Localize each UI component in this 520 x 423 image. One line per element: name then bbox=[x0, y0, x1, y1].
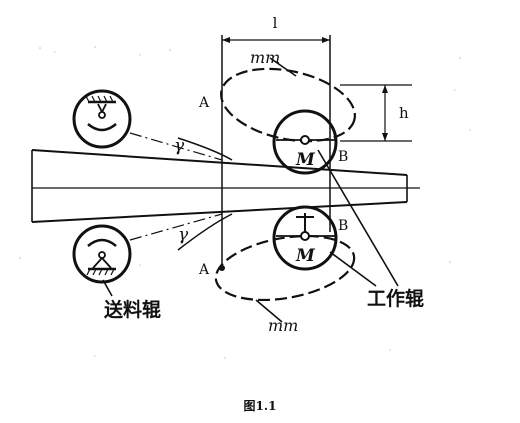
point-A-bottom-marker bbox=[219, 265, 225, 271]
figure-caption: 图1.1 bbox=[243, 399, 277, 413]
scan-noise bbox=[19, 46, 471, 359]
angle-gamma-bottom: γ bbox=[178, 225, 189, 245]
work-roll-path-bottom bbox=[214, 234, 356, 302]
strip-bottom-edge bbox=[31, 201, 408, 223]
mm-top-label: mm bbox=[250, 48, 280, 67]
feed-roll-label: 送料辊 bbox=[104, 298, 161, 321]
dimension-h bbox=[340, 84, 412, 142]
point-B-bottom-label: B bbox=[338, 218, 348, 234]
work-roll-top-moment: M bbox=[295, 150, 316, 170]
dim-l-label: l bbox=[273, 14, 278, 32]
work-roll-path-top bbox=[220, 67, 356, 143]
bend-lines bbox=[177, 137, 233, 251]
work-roll-bottom bbox=[272, 205, 338, 271]
mm-bottom-label: mm bbox=[268, 316, 298, 335]
feed-roll-top bbox=[72, 89, 132, 149]
feed-path-lines bbox=[129, 132, 223, 241]
point-A-top-label: A bbox=[198, 95, 210, 111]
point-B-top-label: B bbox=[338, 149, 348, 165]
work-roll-top bbox=[272, 109, 338, 175]
dim-h-label: h bbox=[399, 104, 409, 122]
leader-lines bbox=[102, 57, 399, 323]
work-roll-bottom-moment: M bbox=[295, 246, 316, 266]
strip bbox=[31, 149, 420, 223]
point-A-bottom-label: A bbox=[198, 262, 210, 278]
dimension-l bbox=[222, 37, 330, 43]
strip-top-edge bbox=[31, 149, 408, 176]
feed-roll-bottom bbox=[72, 224, 132, 284]
work-roll-label: 工作辊 bbox=[367, 287, 424, 310]
angle-gamma-top: γ bbox=[174, 136, 185, 156]
